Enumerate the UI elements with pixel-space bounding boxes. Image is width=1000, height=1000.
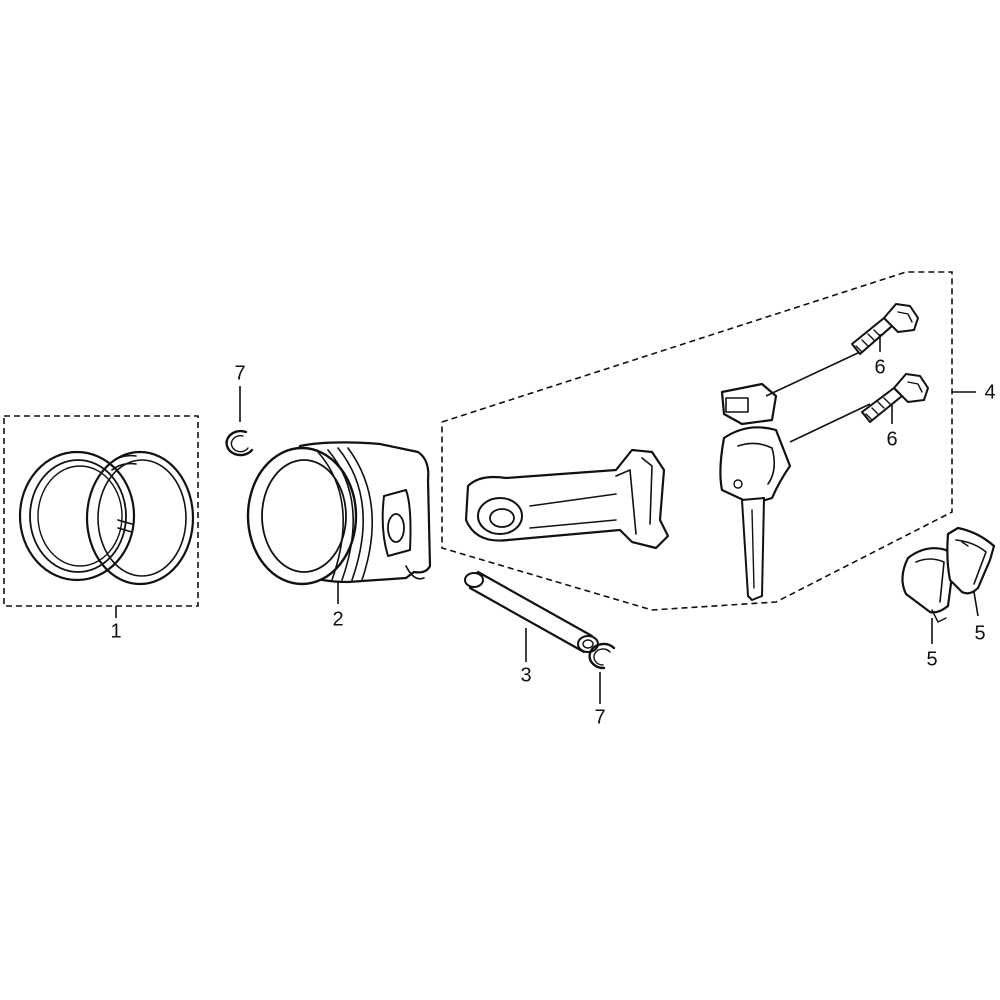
- callout-4[interactable]: 4: [984, 381, 995, 403]
- pin-clip-upper[interactable]: 7: [225, 362, 254, 457]
- ring-left: [18, 450, 136, 582]
- callout-5-right[interactable]: 5: [974, 622, 985, 644]
- piston-pin[interactable]: 3: [464, 570, 599, 686]
- rod-assembly-dashed-outline: [441, 271, 953, 611]
- callout-5-left[interactable]: 5: [926, 648, 937, 670]
- bolt-leader-lower: [789, 403, 871, 443]
- bolt-leader-upper: [765, 351, 861, 397]
- rod-cap: [719, 382, 792, 601]
- leader-5-right: [973, 591, 979, 617]
- callout-7-upper[interactable]: 7: [234, 362, 245, 384]
- connecting-rod: [464, 448, 670, 550]
- piston-ring-set[interactable]: 1: [3, 415, 199, 642]
- callout-6-lower[interactable]: 6: [886, 428, 897, 450]
- ring-set-dashed-box: [3, 415, 199, 607]
- callout-1[interactable]: 1: [110, 620, 121, 642]
- callout-2[interactable]: 2: [332, 608, 343, 630]
- rod-bolt-upper[interactable]: 6: [851, 303, 919, 378]
- connecting-rod-assembly[interactable]: 4: [441, 271, 996, 611]
- callout-6-upper[interactable]: 6: [874, 356, 885, 378]
- bearing-half-left[interactable]: 5: [901, 547, 956, 670]
- callout-7-lower[interactable]: 7: [594, 706, 605, 728]
- callout-3[interactable]: 3: [520, 664, 531, 686]
- ring-right: [85, 450, 195, 586]
- bearing-half-right[interactable]: 5: [946, 526, 996, 644]
- rod-bolt-lower[interactable]: 6: [861, 373, 929, 450]
- pin-clip-lower[interactable]: 7: [588, 642, 616, 728]
- piston[interactable]: 2: [246, 441, 432, 630]
